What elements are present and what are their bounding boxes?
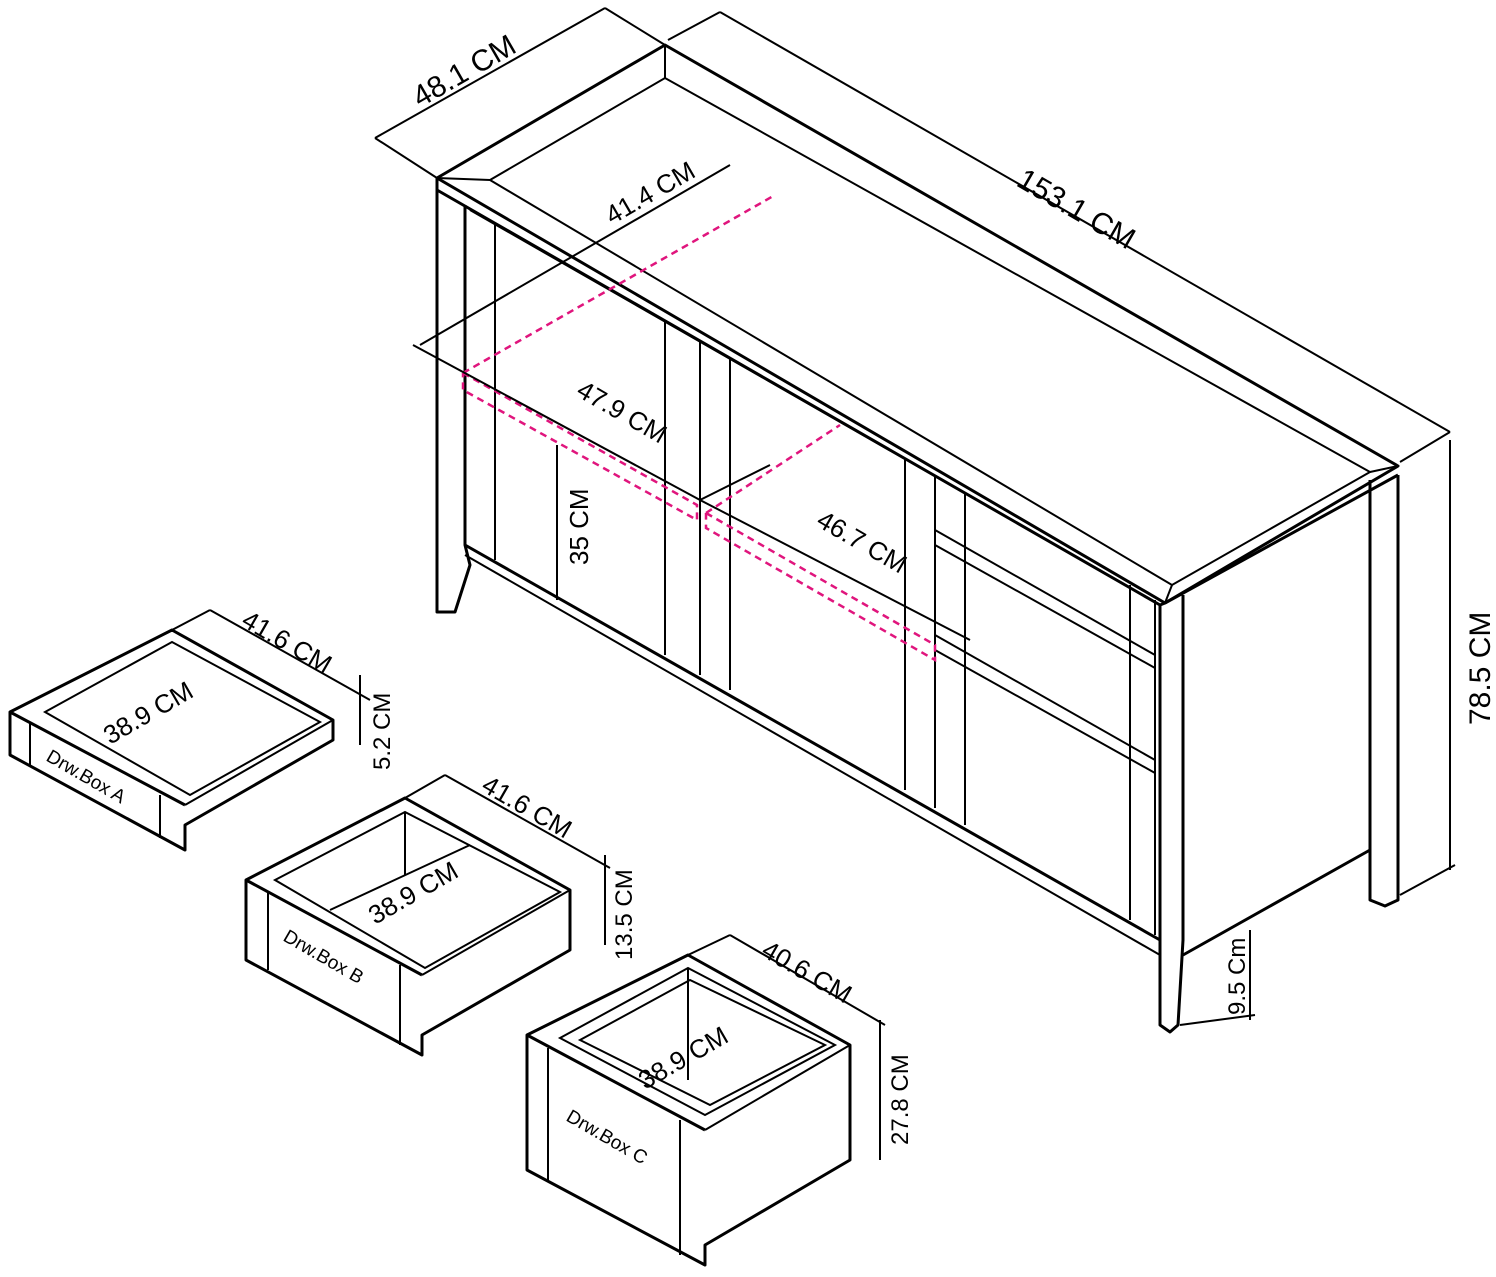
- shelf-height-label: 35 CM: [564, 488, 594, 565]
- shelf-right-label: 46.7 CM: [812, 504, 912, 579]
- drawer-a-width: 41.6 CM: [237, 604, 337, 679]
- drawer-b-label: Drw.Box B: [280, 926, 367, 989]
- drawer-c-label: Drw.Box C: [563, 1106, 651, 1169]
- drawer-a-depth: 38.9 CM: [98, 675, 198, 750]
- drawer-b-width: 41.6 CM: [477, 769, 577, 844]
- depth-label: 48.1 CM: [407, 29, 522, 114]
- drawer-c-depth: 38.9 CM: [633, 1020, 733, 1095]
- drawer-b-height: 13.5 CM: [611, 869, 638, 960]
- drawer-box-a: Drw.Box A 41.6 CM 38.9 CM 5.2 CM: [8, 604, 396, 852]
- dimension-lines: [374, 7, 1456, 1026]
- sideboard-body: [435, 43, 1400, 1034]
- shelf-highlight: [461, 193, 937, 663]
- width-label: 153.1 CM: [1012, 162, 1141, 256]
- drawer-b-depth: 38.9 CM: [363, 855, 463, 930]
- drawer-a-label: Drw.Box A: [43, 746, 130, 808]
- inner-depth-label: 41.4 CM: [600, 155, 700, 230]
- leg-height-label: 9.5 Cm: [1224, 938, 1251, 1015]
- drawer-box-c: Drw.Box C 40.6 CM 38.9 CM 27.8 CM: [525, 934, 914, 1267]
- drawer-box-b: Drw.Box B 41.6 CM 38.9 CM 13.5 CM: [244, 769, 638, 1057]
- height-label: 78.5 CM: [1464, 612, 1496, 725]
- drawer-c-width: 40.6 CM: [757, 934, 857, 1009]
- drawer-a-height: 5.2 CM: [369, 693, 396, 770]
- drawer-c-height: 27.8 CM: [887, 1054, 914, 1145]
